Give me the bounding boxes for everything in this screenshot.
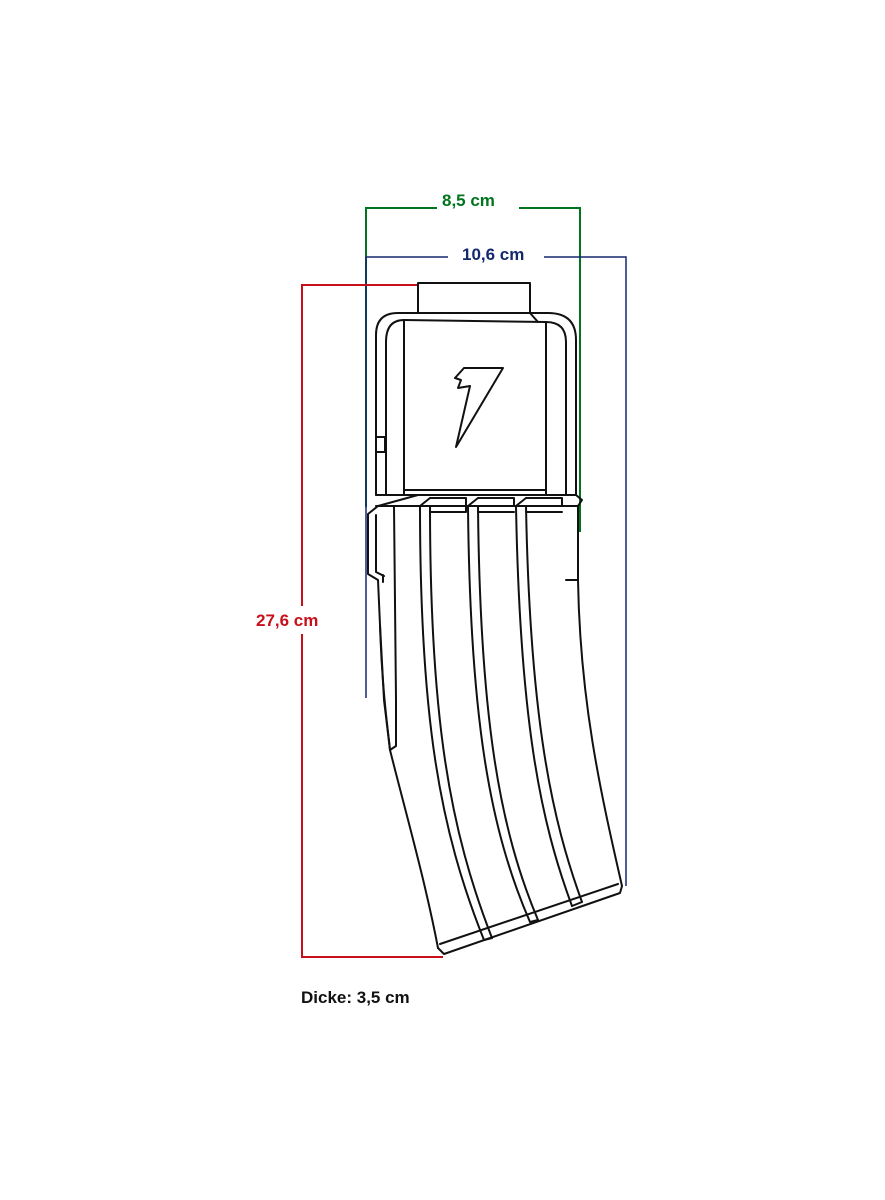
upper-body — [375, 312, 577, 496]
feed-lips — [417, 282, 531, 314]
dimension-height — [301, 284, 443, 958]
rib-3 — [515, 505, 573, 907]
transition-band — [375, 494, 583, 507]
magazine-front-curve — [389, 749, 439, 949]
magazine-back-curve — [577, 505, 623, 887]
lightning-bolt-logo — [454, 367, 504, 448]
height-label: 27,6 cm — [256, 611, 319, 631]
rib-2 — [467, 505, 531, 923]
dimension-width-outer — [365, 256, 627, 886]
width-inner-label: 8,5 cm — [442, 191, 495, 211]
thickness-label: Dicke: 3,5 cm — [301, 988, 410, 1008]
width-outer-label: 10,6 cm — [462, 245, 525, 265]
floorplate — [437, 885, 623, 955]
magazine-drawing — [367, 282, 623, 955]
rib-1 — [419, 505, 485, 941]
